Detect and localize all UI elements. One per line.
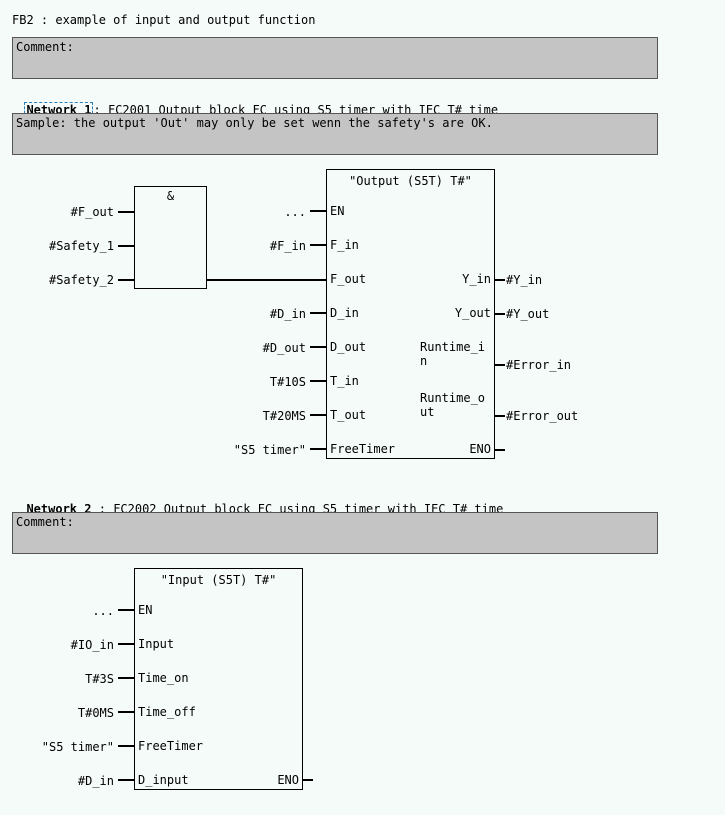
and-input-f-out[interactable]: #F_out	[70, 205, 114, 219]
and-output-wire	[207, 279, 326, 281]
input-wire	[118, 779, 134, 781]
param-d-in: D_in	[330, 306, 359, 320]
param-runtime-in: Runtime_i n	[420, 340, 486, 368]
and-block[interactable]: &	[134, 186, 207, 289]
param-time-off: Time_off	[138, 705, 196, 719]
eno-wire	[495, 449, 505, 451]
actual-io-in[interactable]: #IO_in	[70, 638, 114, 652]
network-2-comment-field[interactable]: Comment:	[12, 512, 658, 554]
param-en: EN	[138, 603, 153, 617]
param-eno: ENO	[277, 773, 299, 787]
input-wire	[118, 643, 134, 645]
param-f-in: F_in	[330, 238, 359, 252]
and-input-wire	[118, 279, 134, 281]
param-t-in: T_in	[330, 374, 359, 388]
param-d-out: D_out	[330, 340, 367, 354]
eno-wire	[303, 779, 313, 781]
and-block-symbol: &	[166, 189, 175, 203]
actual-en[interactable]: ...	[92, 604, 114, 618]
output-wire	[495, 364, 505, 366]
network-2-separator: :	[98, 502, 106, 516]
output-wire	[495, 415, 505, 417]
and-input-wire	[118, 211, 134, 213]
input-wire	[310, 346, 326, 348]
and-input-safety-1[interactable]: #Safety_1	[48, 239, 114, 253]
input-wire	[118, 677, 134, 679]
actual-d-in[interactable]: #D_in	[269, 307, 306, 321]
actual-freetimer[interactable]: "S5 timer"	[41, 740, 114, 754]
actual-y-out[interactable]: #Y_out	[506, 307, 550, 321]
param-f-out: F_out	[330, 272, 367, 286]
param-freetimer: FreeTimer	[138, 739, 204, 753]
actual-d-in[interactable]: #D_in	[77, 774, 114, 788]
and-input-safety-2[interactable]: #Safety_2	[48, 273, 114, 287]
actual-time-on[interactable]: T#3S	[85, 672, 114, 686]
actual-t-in[interactable]: T#10S	[269, 375, 306, 389]
param-en: EN	[330, 204, 345, 218]
output-wire	[495, 279, 505, 281]
actual-error-in[interactable]: #Error_in	[506, 358, 572, 372]
network-1-comment-field[interactable]: Sample: the output 'Out' may only be set…	[12, 113, 658, 155]
input-wire	[310, 312, 326, 314]
param-t-out: T_out	[330, 408, 367, 422]
actual-error-out[interactable]: #Error_out	[506, 409, 579, 423]
param-runtime-out: Runtime_o ut	[420, 391, 486, 419]
input-wire	[310, 414, 326, 416]
network-1-separator: :	[93, 103, 101, 117]
input-wire	[310, 244, 326, 246]
param-input: Input	[138, 637, 175, 651]
input-block[interactable]: "Input (S5T) T#" EN Input Time_on Time_o…	[134, 568, 303, 790]
param-d-input: D_input	[138, 773, 189, 787]
param-y-in: Y_in	[462, 272, 491, 286]
and-input-wire	[118, 245, 134, 247]
param-time-on: Time_on	[138, 671, 189, 685]
input-block-title: "Input (S5T) T#"	[160, 573, 277, 587]
actual-en[interactable]: ...	[284, 205, 306, 219]
output-block-title: "Output (S5T) T#"	[349, 174, 472, 188]
output-wire	[495, 313, 505, 315]
input-wire	[310, 210, 326, 212]
input-wire	[118, 711, 134, 713]
input-wire	[310, 380, 326, 382]
actual-time-off[interactable]: T#0MS	[77, 706, 114, 720]
param-y-out: Y_out	[454, 306, 491, 320]
block-title: FB2 : example of input and output functi…	[12, 13, 316, 27]
actual-t-out[interactable]: T#20MS	[262, 409, 306, 423]
param-freetimer: FreeTimer	[330, 442, 396, 456]
actual-y-in[interactable]: #Y_in	[506, 273, 543, 287]
input-wire	[118, 745, 134, 747]
actual-f-in[interactable]: #F_in	[269, 239, 306, 253]
param-eno: ENO	[469, 442, 491, 456]
output-block[interactable]: "Output (S5T) T#" EN F_in F_out D_in D_o…	[326, 169, 495, 459]
block-comment-field[interactable]: Comment:	[12, 37, 658, 79]
input-wire	[310, 448, 326, 450]
actual-d-out[interactable]: #D_out	[262, 341, 306, 355]
input-wire	[118, 609, 134, 611]
actual-freetimer[interactable]: "S5 timer"	[233, 443, 306, 457]
